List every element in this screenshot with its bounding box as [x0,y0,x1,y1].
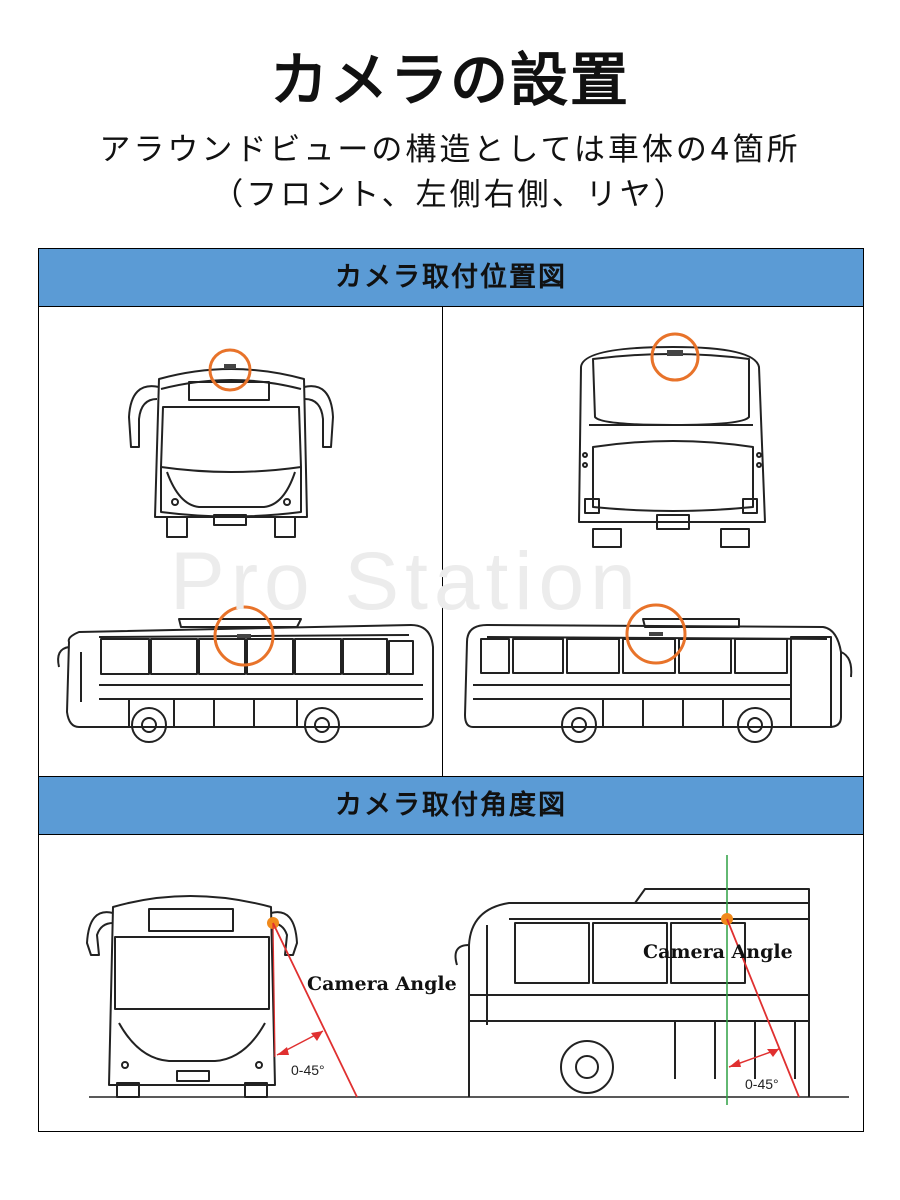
side-angle-range: 0-45° [745,1076,779,1092]
side-camera-angle-label: Camera Angle [643,941,793,963]
front-bus-illustration [128,368,334,538]
left-camera-marker [213,605,275,667]
rear-right-bus-drawing [464,332,853,743]
camera-angle-drawing [86,855,849,1105]
front-and-left-panel [38,306,443,777]
angle-front-bus-illustration [86,895,298,1098]
mount-angle-header: カメラ取付角度図 [38,776,864,835]
rear-camera-marker [650,332,700,382]
subtitle-line-1: アラウンドビューの構造としては車体の4箇所 [99,132,801,168]
rear-and-right-panel [442,306,864,777]
rear-bus-illustration [578,346,766,548]
subtitle-line-2: （フロント、左側右側、リヤ） [212,177,688,213]
mount-position-header: カメラ取付位置図 [38,248,864,307]
right-side-bus-illustration [464,618,853,743]
front-camera-angle-label: Camera Angle [307,973,457,995]
angle-side-bus-illustration [454,888,810,1097]
front-left-bus-drawing [57,348,434,743]
page-title: カメラの設置 [269,46,630,114]
left-side-bus-illustration [57,618,434,743]
front-camera-marker [208,348,252,392]
right-camera-marker [625,603,687,665]
front-angle-range: 0-45° [291,1062,325,1078]
camera-angle-panel: Camera Angle 0-45° Camera Angle 0-45° [38,834,864,1132]
pro-station-watermark: Pro Station [170,536,642,627]
